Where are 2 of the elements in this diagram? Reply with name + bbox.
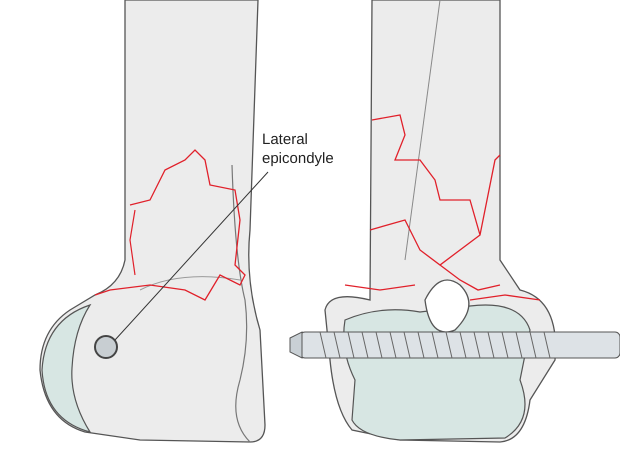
callout-label: Lateral epicondyle: [262, 130, 335, 168]
leader-line: [114, 172, 268, 340]
